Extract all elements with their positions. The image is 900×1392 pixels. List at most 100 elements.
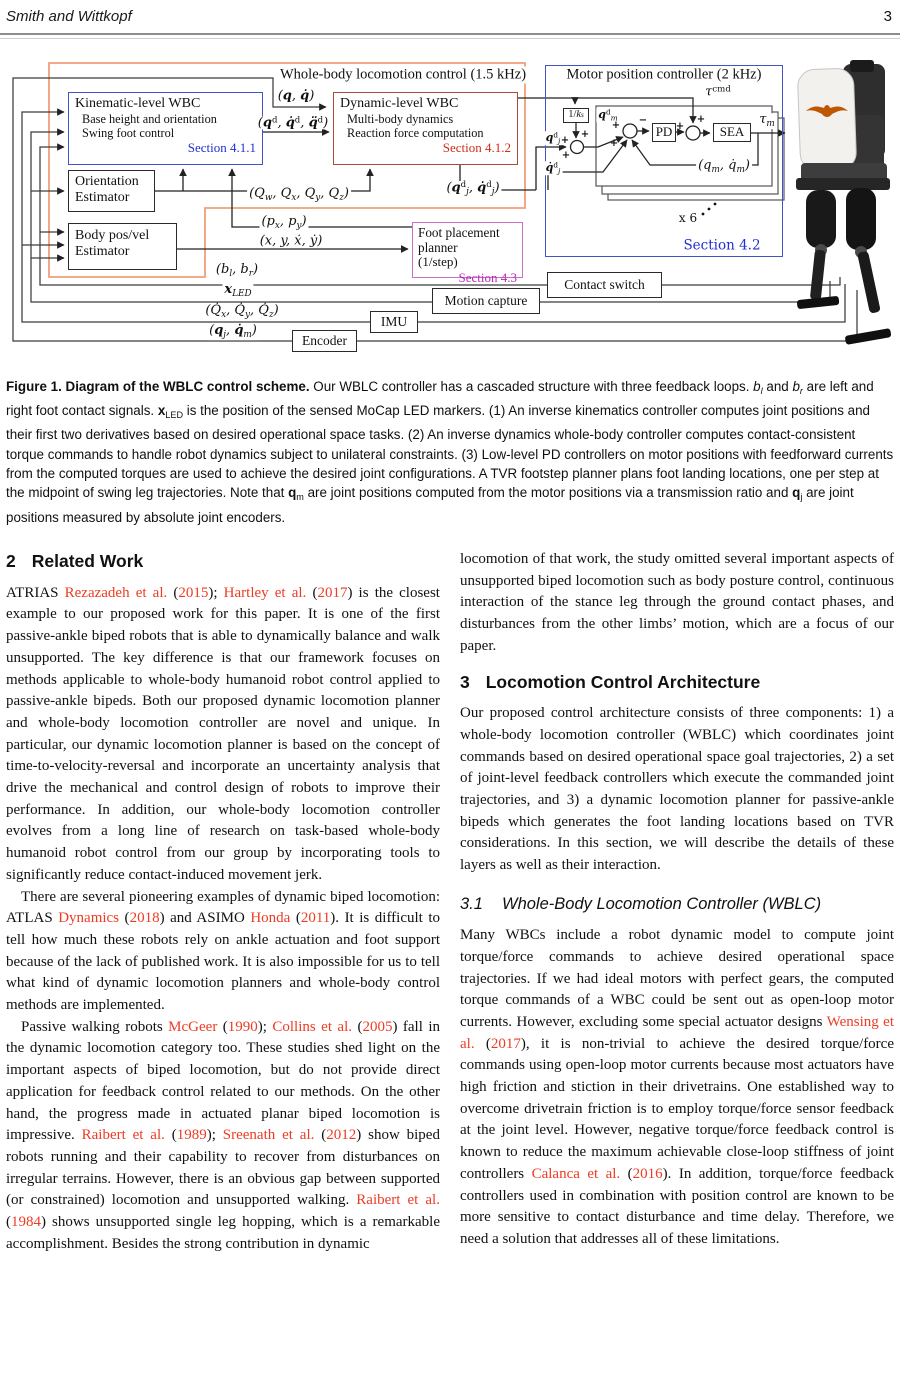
figure-caption: Figure 1. Diagram of the WBLC control sc… (6, 379, 894, 525)
dynamic-title: Dynamic-level WBC (340, 96, 459, 111)
dynamic-wbc-box: Dynamic-level WBC Multi-body dynamics Re… (333, 92, 518, 165)
label-tau-cmd: τcmd (703, 84, 733, 100)
sum-sign: + (675, 121, 685, 132)
body-estimator-box: Body pos/vel Estimator (68, 223, 177, 270)
sum-sign: − (638, 115, 648, 126)
heading-locomotion-control: 3 Locomotion Control Architecture (460, 672, 894, 694)
paragraph: Many WBCs include a robot dynamic model … (460, 927, 894, 1247)
citation-link[interactable]: 2016 (632, 1165, 663, 1182)
header-rule (0, 33, 900, 39)
citation-link[interactable]: Sreenath et al. (222, 1127, 315, 1144)
label-qdot-triple: (Q̇x, Q̇y, Q̇z) (203, 303, 281, 320)
label-qj-qm: (qj, q̇m) (207, 323, 259, 340)
paragraph: Our proposed control architecture consis… (460, 705, 894, 874)
label-x6: x 6 (678, 211, 698, 225)
label-quaternion: (Qw, Qx, Qy, Qz) (247, 186, 351, 203)
label-qjd-pair: (qdj, q̇dj) (444, 180, 502, 198)
citation-link[interactable]: McGeer (168, 1018, 218, 1035)
citation-link[interactable]: 2011 (300, 910, 331, 927)
subheading-wblc: 3.1 Whole-Body Locomotion Controller (WBL… (460, 893, 894, 915)
sum-sign: + (560, 135, 570, 146)
motor-controller-box (545, 65, 783, 257)
body-estimator-line1: Body pos/vel (75, 228, 150, 243)
dynamic-line2: Reaction force computation (347, 126, 484, 141)
contact-switch-box: Contact switch (547, 272, 662, 298)
heading-number: 2 (6, 551, 16, 571)
citation-link[interactable]: Rezazadeh et al. (64, 584, 168, 601)
orientation-estimator-line2: Estimator (75, 190, 130, 206)
paragraph: locomotion of that work, the study omitt… (460, 551, 894, 654)
sum-sign: + (580, 129, 590, 140)
heading-title: Related Work (31, 551, 144, 571)
body-estimator-line2: Estimator (75, 244, 130, 260)
label-qm-qdotm: (qm, q̇m) (696, 158, 752, 175)
citation-link[interactable]: 2015 (178, 584, 209, 601)
stack-dots (701, 202, 717, 216)
citation-link[interactable]: 1990 (227, 1018, 258, 1035)
sum-sign: + (696, 114, 706, 125)
label-qmd: qdm (596, 107, 620, 123)
wblc-group-outline (48, 62, 526, 278)
citation-link[interactable]: Collins et al. (272, 1018, 353, 1035)
pd-block: PD (652, 123, 676, 142)
paragraph: ATRIAS Rezazadeh et al. (2015); Hartley … (6, 584, 440, 883)
robot-photo (796, 60, 892, 345)
citation-link[interactable]: 1989 (176, 1127, 207, 1144)
kinematic-wbc-box: Kinematic-level WBC Base height and orie… (68, 92, 263, 165)
citation-link[interactable]: Honda (250, 910, 291, 927)
citation-link[interactable]: Hartley et al. (223, 584, 307, 601)
label-x-led: xLED (222, 282, 254, 299)
citation-link[interactable]: 2017 (490, 1035, 521, 1052)
label-qd-triple: (qd, q̇d, q̈d) (255, 115, 331, 131)
imu-box: IMU (370, 311, 418, 333)
subheading-number: 3.1 (460, 894, 483, 913)
orientation-estimator-line1: Orientation (75, 174, 139, 189)
wblc-group-title: Whole-body locomotion control (1.5 kHz) (276, 66, 530, 84)
citation-link[interactable]: Wensing et al. (460, 1013, 894, 1052)
kinematic-line2: Swing foot control (82, 126, 175, 141)
paragraph: There are several pioneering examples of… (6, 888, 441, 1014)
sum-sign: + (611, 120, 621, 131)
citation-link[interactable]: Raibert et al. (356, 1192, 440, 1209)
sum-sign: + (609, 138, 619, 149)
subheading-title: Whole-Body Locomotion Controller (WBLC) (502, 894, 822, 913)
citation-link[interactable]: Dynamics (58, 910, 120, 927)
running-head: Smith and Wittkopf (6, 8, 132, 25)
citation-link[interactable]: Raibert et al. (81, 1127, 165, 1144)
figure-wires (12, 60, 892, 345)
figure-1-diagram: Whole-body locomotion control (1.5 kHz) … (0, 60, 900, 372)
summation-nodes (569, 123, 701, 155)
label-pxy: (px, py) (259, 214, 309, 231)
column-right: locomotion of that work, the study omitt… (460, 549, 894, 1251)
citation-link[interactable]: 2018 (129, 910, 160, 927)
citation-link[interactable]: 2012 (326, 1127, 357, 1144)
motion-capture-box: Motion capture (432, 288, 540, 314)
dynamic-line1: Multi-body dynamics (347, 112, 454, 127)
citation-link[interactable]: 2005 (362, 1018, 393, 1035)
heading-number: 3 (460, 671, 470, 692)
citation-link[interactable]: Calanca et al. (531, 1165, 621, 1182)
motor-group-title: Motor position controller (2 kHz) (563, 66, 765, 84)
heading-related-work: 2 Related Work (6, 551, 440, 573)
encoder-box: Encoder (292, 330, 357, 352)
citation-link[interactable]: 2017 (317, 584, 348, 601)
section-ref-4-1-2: Section 4.1.2 (442, 140, 511, 156)
citation-link[interactable]: 1984 (11, 1214, 41, 1231)
label-xy-state: (x, y, ẋ, ẏ) (257, 233, 325, 249)
label-tau-m: τm (757, 112, 777, 129)
column-left: 2 Related Work ATRIAS Rezazadeh et al. (2… (6, 549, 440, 1256)
label-q-qdot: (q, q̇) (275, 88, 317, 104)
foot-planner-line1: Foot placement planner (418, 225, 500, 256)
sum-sign: + (561, 150, 571, 161)
orientation-estimator-box: Orientation Estimator (68, 170, 155, 212)
section-ref-4-2: Section 4.2 (683, 237, 761, 254)
section-ref-4-3: Section 4.3 (458, 270, 518, 286)
page-number: 3 (883, 8, 892, 25)
longhorn-logo (806, 105, 848, 117)
foot-planner-line2: (1/step) (418, 254, 458, 270)
paragraph: Passive walking robots McGeer (1990); Co… (6, 1018, 441, 1252)
kinematic-title: Kinematic-level WBC (75, 96, 201, 111)
heading-title: Locomotion Control Architecture (485, 671, 761, 692)
